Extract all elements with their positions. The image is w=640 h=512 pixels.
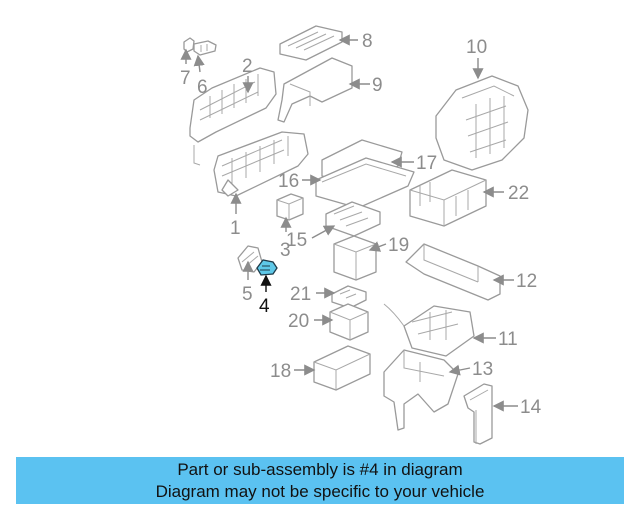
leader-lines (180, 34, 518, 412)
part-19-relay (333, 235, 377, 281)
callout-11: 11 (498, 329, 518, 350)
part-12-module (405, 243, 501, 301)
callout-13: 13 (472, 359, 493, 380)
caption-line-disclaimer: Diagram may not be specific to your vehi… (155, 482, 485, 501)
caption-line-part: Part or sub-assembly is #4 in diagram (177, 460, 463, 479)
callout-7: 7 (180, 68, 191, 89)
callout-labels: 7 6 2 1 3 5 4 8 9 10 17 16 22 15 19 12 2… (180, 31, 542, 418)
part-6-clip (193, 40, 217, 56)
part-13-bracket (383, 349, 459, 431)
callout-22: 22 (508, 183, 529, 204)
callout-14: 14 (520, 397, 542, 418)
part-8-plate (279, 25, 343, 61)
part-18-block (313, 345, 371, 391)
callout-6: 6 (197, 77, 208, 98)
part-2-fuse-block (189, 67, 277, 166)
part-14-bracket (463, 383, 493, 445)
part-22-junction-box (409, 169, 487, 227)
parts-diagram: 7 6 2 1 3 5 4 8 9 10 17 16 22 15 19 12 2… (180, 25, 542, 445)
part-7-clip (183, 37, 195, 53)
callout-12: 12 (516, 271, 537, 292)
callout-21: 21 (290, 284, 311, 305)
callout-3: 3 (280, 240, 291, 261)
callout-18: 18 (270, 361, 291, 382)
callout-20: 20 (288, 311, 309, 332)
callout-2: 2 (242, 56, 253, 77)
callout-9: 9 (372, 75, 383, 96)
part-21-socket (331, 285, 367, 309)
part-20-relay (329, 303, 369, 341)
part-9-bracket (277, 57, 353, 123)
callout-19: 19 (388, 235, 409, 256)
callout-8: 8 (362, 31, 373, 52)
callout-5: 5 (242, 284, 253, 305)
callout-1: 1 (230, 218, 241, 239)
diagram-caption-banner: Part or sub-assembly is #4 in diagram Di… (16, 457, 624, 504)
callout-15: 15 (286, 230, 307, 251)
part-15-relay-holder (325, 201, 381, 237)
part-3-relay (276, 193, 304, 221)
callout-10: 10 (466, 37, 487, 58)
part-11-harness (383, 303, 475, 357)
callout-17: 17 (416, 153, 437, 174)
callout-16: 16 (278, 171, 299, 192)
callout-4: 4 (259, 296, 270, 317)
part-1-relay-box (213, 131, 309, 197)
part-16-tray (315, 157, 415, 209)
part-10-cover (435, 75, 529, 171)
